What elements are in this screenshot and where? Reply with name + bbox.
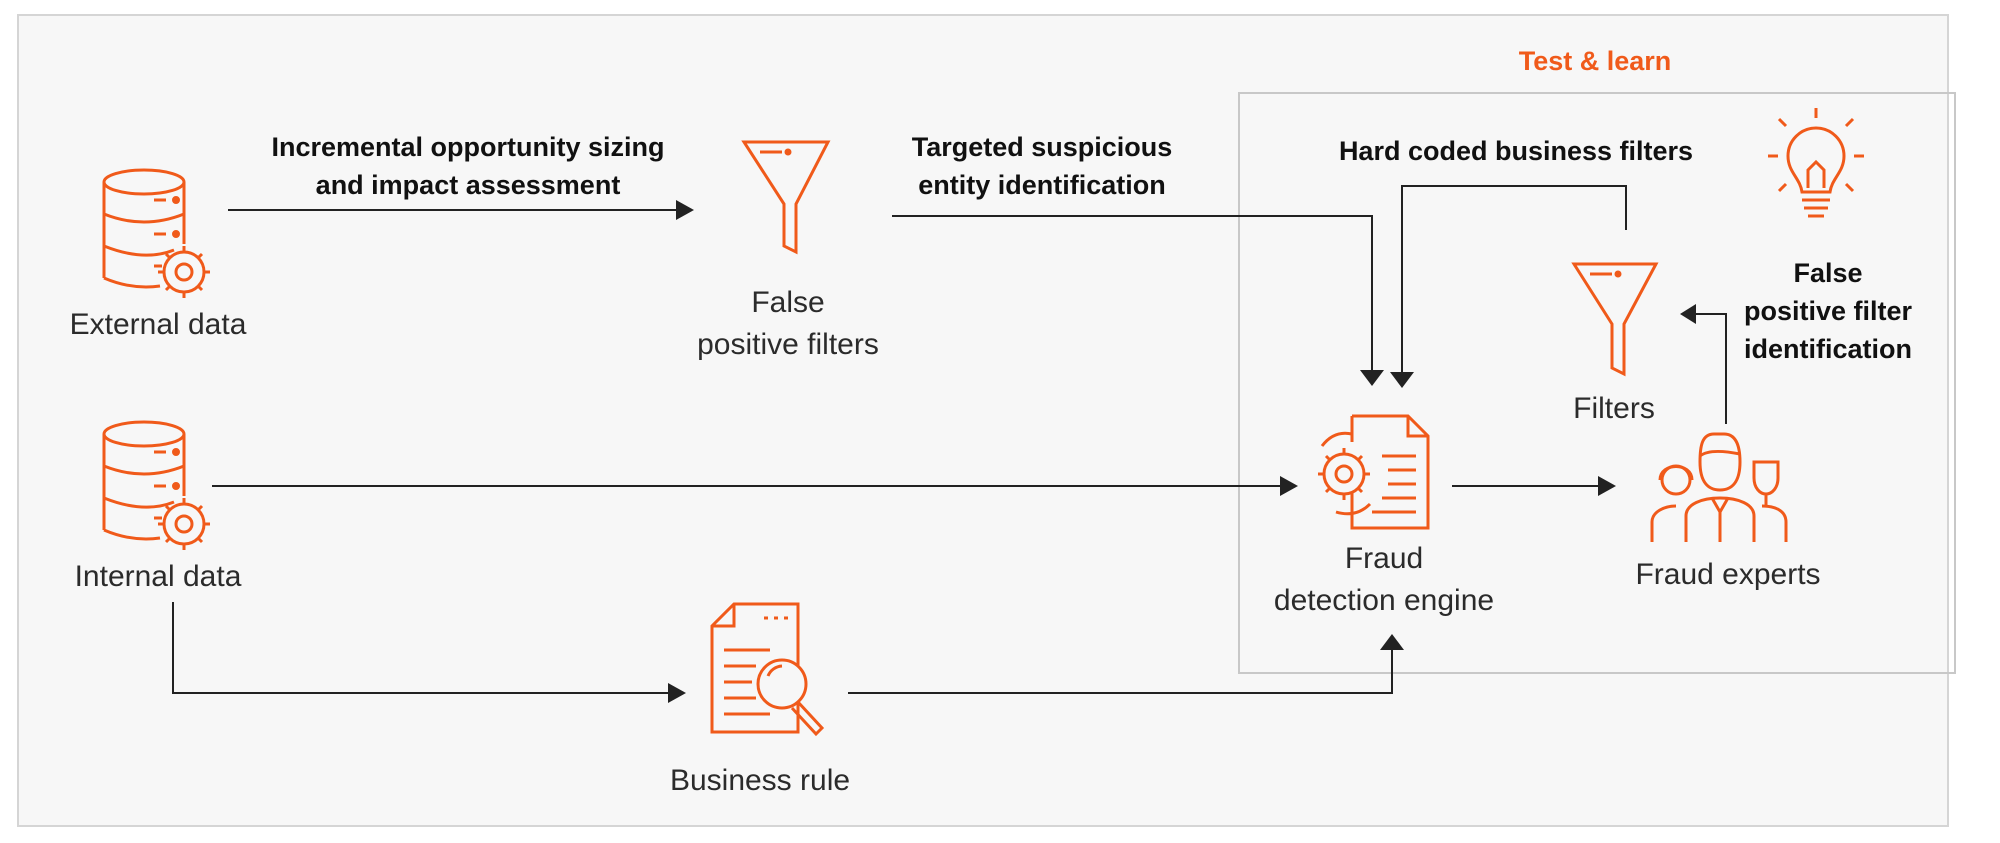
arrow-experts-to-filters bbox=[1696, 313, 1727, 424]
database-gear-icon bbox=[102, 420, 210, 550]
arrow-internal-to-rule bbox=[172, 602, 668, 694]
arrow-hard-coded-filters bbox=[1401, 185, 1627, 372]
edge-label-false-positive-identification: False positive filter identification bbox=[1743, 258, 1913, 364]
node-false-positive-filters: False positive filters bbox=[697, 286, 879, 361]
arrow-rule-to-engine bbox=[848, 650, 1393, 694]
arrowhead-internal-to-engine bbox=[1280, 476, 1298, 496]
connectors bbox=[172, 185, 1727, 703]
group-title: Test & learn bbox=[1518, 46, 1672, 76]
node-fraud-detection-engine: Fraud detection engine bbox=[1273, 542, 1495, 617]
funnel-icon bbox=[741, 140, 831, 255]
edge-label-targeted: Targeted suspicious entity identificatio… bbox=[911, 132, 1173, 200]
node-business-rule: Business rule bbox=[669, 764, 851, 797]
arrow-filters-to-engine bbox=[892, 215, 1373, 370]
funnel-icon bbox=[1571, 262, 1659, 377]
edge-label-incremental: Incremental opportunity sizing and impac… bbox=[271, 132, 665, 200]
people-group-icon bbox=[1650, 432, 1788, 542]
node-internal-data: Internal data bbox=[74, 560, 242, 593]
node-filters: Filters bbox=[1573, 392, 1655, 425]
document-search-icon bbox=[710, 602, 825, 737]
lightbulb-icon bbox=[1768, 108, 1864, 218]
arrowhead-experts-to-filters bbox=[1680, 304, 1696, 324]
document-gear-icon bbox=[1318, 414, 1430, 530]
arrowhead-rule-to-engine bbox=[1380, 634, 1404, 650]
arrowhead-internal-to-rule bbox=[668, 683, 686, 703]
edge-label-hard-coded: Hard coded business filters bbox=[1338, 136, 1694, 166]
node-external-data: External data bbox=[69, 308, 247, 341]
database-gear-icon bbox=[102, 168, 210, 298]
arrowhead-filters-to-engine bbox=[1360, 370, 1384, 386]
arrowhead-hard-coded-filters bbox=[1390, 372, 1414, 388]
node-fraud-experts: Fraud experts bbox=[1635, 558, 1821, 591]
diagram-frame bbox=[17, 14, 1949, 827]
arrowhead-engine-to-experts bbox=[1598, 476, 1616, 496]
test-and-learn-box bbox=[1238, 92, 1956, 674]
arrowhead-external-to-filters bbox=[676, 200, 694, 220]
